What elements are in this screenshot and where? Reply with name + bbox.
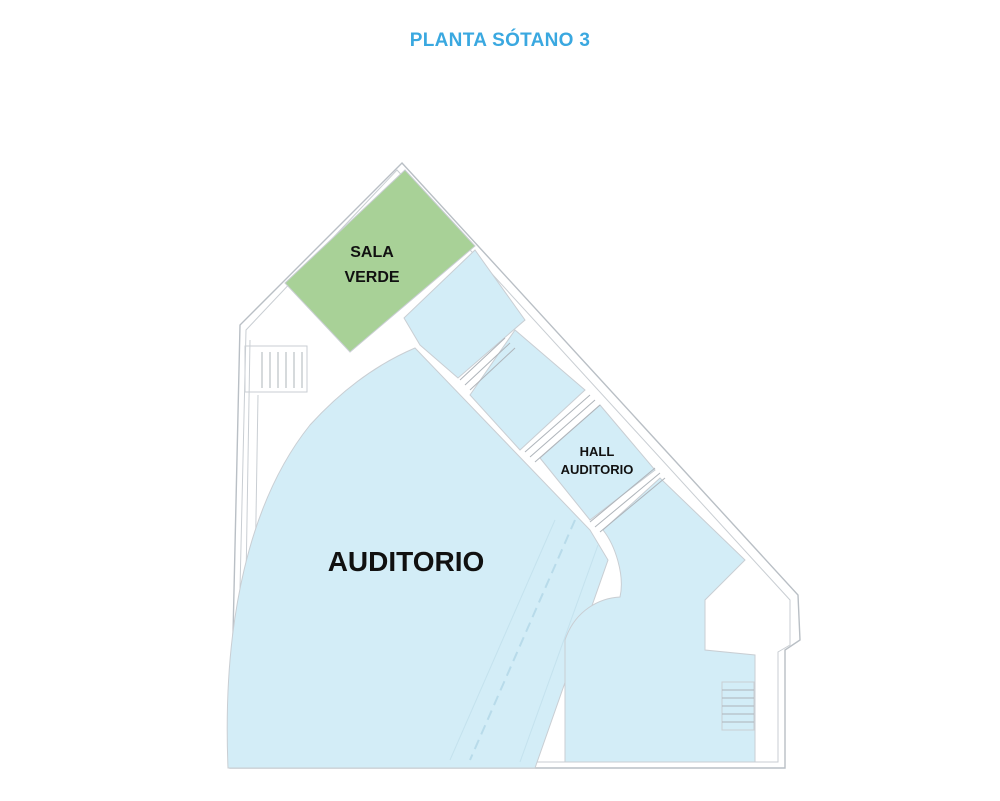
stair-left bbox=[244, 345, 308, 393]
page-title: PLANTA SÓTANO 3 bbox=[409, 30, 591, 51]
sala-verde-label-line1: SALA bbox=[350, 244, 394, 261]
hall-auditorio-label-line2: AUDITORIO bbox=[561, 462, 634, 477]
stair-right bbox=[721, 681, 755, 731]
room-lower-right bbox=[564, 477, 756, 763]
hall-auditorio-label-line1: HALL bbox=[580, 444, 615, 459]
auditorio-aisle bbox=[449, 519, 599, 763]
stair-1 bbox=[459, 337, 516, 391]
stair-3 bbox=[589, 467, 666, 533]
stair-2 bbox=[524, 394, 601, 463]
sala-verde-label-line2: VERDE bbox=[344, 269, 399, 286]
sala-verde-room bbox=[284, 169, 476, 353]
auditorio-label: AUDITORIO bbox=[328, 546, 485, 577]
auditorio-room bbox=[226, 347, 609, 769]
room-top bbox=[403, 249, 526, 379]
